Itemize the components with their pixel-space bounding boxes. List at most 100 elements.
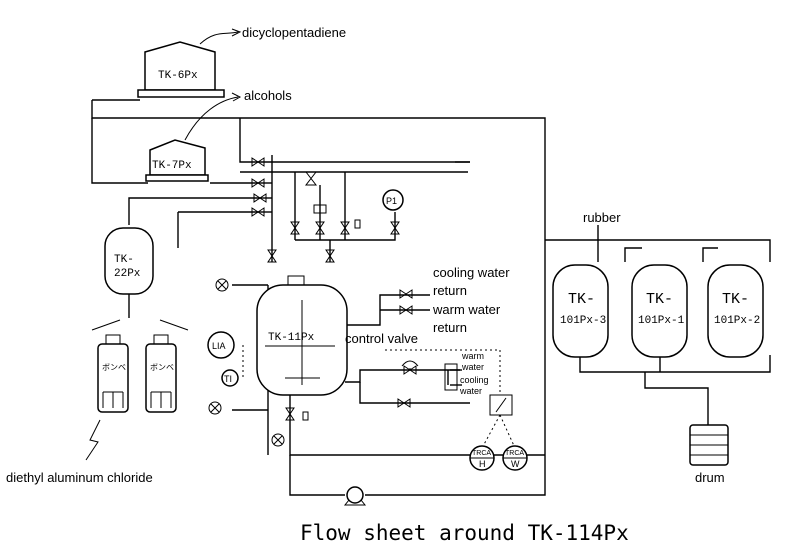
label-cv-warm-1: warm	[461, 351, 484, 361]
relief-device	[313, 204, 327, 214]
valve-v3	[340, 221, 350, 235]
piping	[91, 99, 771, 496]
rubber-header	[545, 239, 771, 262]
label-dicyclopentadiene: dicyclopentadiene	[242, 25, 346, 40]
ti-label: TI	[224, 374, 232, 384]
trca-w-bottom: W	[511, 459, 520, 469]
reactor-bottom-line	[289, 390, 545, 456]
p1-label: P1	[386, 196, 397, 206]
instrument-ti: TI	[221, 369, 239, 387]
label-rubber: rubber	[583, 210, 621, 225]
controller-box	[489, 394, 513, 416]
reactor-tk11px: TK-11Px	[256, 275, 348, 396]
valve-198	[253, 193, 267, 203]
tank-tk22px: TK- 22Px	[104, 227, 154, 295]
tk7-label: TK-7Px	[152, 160, 192, 172]
label-cooling-water: cooling water	[433, 265, 510, 280]
valves	[251, 157, 419, 421]
valve-183	[251, 178, 265, 188]
tank-tk6px: TK-6Px	[137, 41, 225, 98]
arrowhead-dicyclopentadiene	[231, 28, 242, 37]
lamp-reactor-bottom	[271, 433, 285, 447]
tk101-1-top: TK-	[646, 291, 673, 308]
tk101-1-bottom: 101Px-1	[638, 315, 685, 327]
valve-v4	[390, 221, 400, 235]
blind-2	[302, 411, 309, 421]
valve-v2	[315, 221, 325, 235]
instrument-trca-w: TRCA W	[502, 445, 528, 471]
signal-cv	[385, 349, 501, 395]
tk101-2-top: TK-	[722, 291, 749, 308]
jacket-supply-lower	[359, 382, 470, 404]
trca-h-bottom: H	[479, 459, 486, 469]
cylinder-right-label: ボンベ	[150, 363, 174, 372]
valve-cooling-return	[399, 289, 413, 299]
tk22-feed-line	[128, 197, 182, 225]
label-warm-water: warm water	[432, 302, 501, 317]
cylinder-right: ボンベ	[145, 334, 177, 413]
valve-bypass	[397, 398, 411, 408]
arrow-diethyl-aluminum-chloride	[85, 419, 101, 461]
lamp-top	[215, 278, 229, 292]
lamp-bottom	[208, 401, 222, 415]
blind-1	[354, 219, 361, 229]
label-cv-cool-2: water	[459, 386, 482, 396]
controller-slash	[495, 397, 507, 413]
valve-v5	[267, 249, 277, 263]
label-diethyl-aluminum-chloride: diethyl aluminum chloride	[6, 470, 153, 485]
control-valve-body	[403, 365, 417, 375]
valve-bottom	[285, 407, 295, 421]
relief-valve	[304, 171, 318, 186]
tk101-3-bottom: 101Px-3	[560, 315, 606, 327]
pump	[343, 486, 367, 506]
vent-line-upper	[239, 118, 470, 163]
control-valve-actuator	[401, 360, 419, 367]
label-control-valve: control valve	[345, 331, 418, 346]
instrument-trca-h: TRCA H	[469, 445, 495, 471]
tk22-label-2: 22Px	[114, 268, 141, 280]
rubber-to-101-2	[702, 247, 718, 262]
label-cooling-water-return: return	[433, 283, 467, 298]
valve-v1	[290, 221, 300, 235]
arrowhead-alcohols	[231, 92, 242, 102]
label-cv-cool-1: cooling	[460, 375, 489, 385]
tk7-feed-line	[91, 118, 148, 184]
tank-tk101px-3: TK- 101Px-3	[552, 264, 609, 358]
rubber-to-101-1	[624, 247, 642, 262]
label-alcohols: alcohols	[244, 88, 292, 103]
tk22-label-1: TK-	[114, 254, 134, 266]
discharge-header	[579, 355, 771, 373]
label-warm-water-return: return	[433, 320, 467, 335]
instrument-p1: P1	[382, 189, 404, 211]
relief-header	[295, 212, 396, 241]
label-cv-warm-2: water	[461, 362, 484, 372]
tk101-2-bottom: 101Px-2	[714, 315, 760, 327]
instrument-lia: LIA	[207, 331, 235, 359]
tank-tk101px-2: TK- 101Px-2	[707, 264, 764, 358]
arrow-alcohols	[184, 96, 239, 141]
tk6-label: TK-6Px	[158, 70, 198, 82]
signal-trca	[481, 414, 516, 449]
cylinder-hoses	[91, 319, 189, 331]
tank-tk101px-1: TK- 101Px-1	[631, 264, 688, 358]
cylinder-left: ボンベ	[97, 334, 129, 413]
jacket-supply-upper	[345, 369, 460, 383]
lia-label: LIA	[212, 341, 226, 351]
three-way-valve	[444, 363, 458, 391]
tk11-label: TK-11Px	[268, 332, 315, 344]
main-header-line	[91, 100, 546, 496]
caption: Flow sheet around TK-114Px	[300, 521, 629, 545]
label-drum: drum	[695, 470, 725, 485]
valve-162	[251, 157, 265, 167]
drum	[689, 424, 729, 466]
valve-warm-return	[399, 305, 413, 315]
valve-212	[251, 207, 265, 217]
tk101-3-top: TK-	[568, 291, 595, 308]
to-drum-line	[644, 372, 709, 425]
trca-w-top: TRCA	[505, 450, 524, 457]
trca-h-top: TRCA	[472, 450, 491, 457]
valve-v6	[325, 249, 335, 263]
tank-tk7px: TK-7Px	[145, 139, 209, 182]
